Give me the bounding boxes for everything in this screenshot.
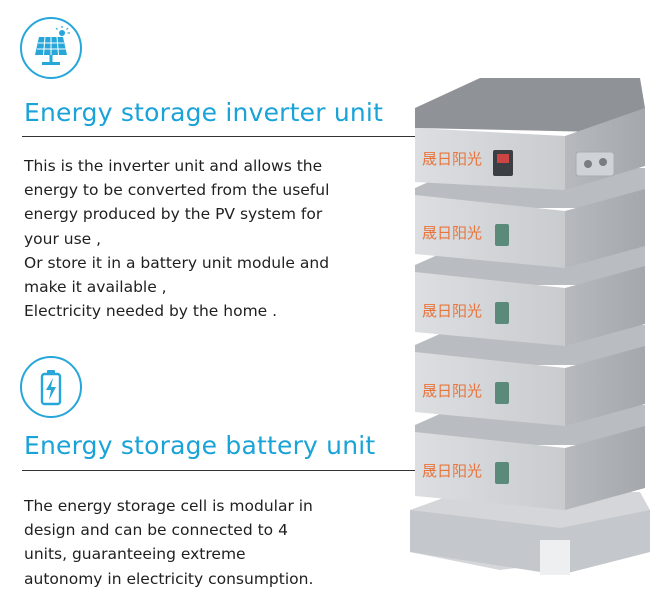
inverter-description-line: Or store it in a battery unit module and [24, 253, 330, 272]
battery-description-line: design and can be connected to 4 [24, 521, 288, 540]
inverter-description-line: Electricity needed by the home . [24, 302, 278, 321]
battery-title-divider [22, 470, 424, 471]
battery-icon-circle [20, 356, 82, 418]
battery-status-indicator [495, 224, 509, 246]
brand-logo: 晟日阳光 [422, 382, 482, 400]
battery-module: 晟日阳光 [415, 245, 645, 346]
brand-logo: 晟日阳光 [422, 302, 482, 320]
brand-logo: 晟日阳光 [422, 150, 482, 168]
inverter-description-line: make it available , [24, 278, 167, 297]
battery-description-line: The energy storage cell is modular in [24, 497, 313, 515]
battery-charging-icon [40, 370, 62, 406]
battery-description-line: autonomy in electricity consumption. [24, 569, 314, 588]
stack-base [410, 492, 650, 575]
inverter-port-panel [575, 151, 615, 177]
inverter-description: This is the inverter unit and allows the… [24, 154, 329, 323]
inverter-section-title: Energy storage inverter unit [24, 98, 384, 127]
energy-storage-stack-image: 晟日阳光 晟日阳光 晟日阳光 晟日阳光 晟日阳光 [410, 78, 650, 575]
inverter-port [584, 160, 592, 168]
brand-logo: 晟日阳光 [422, 462, 482, 480]
battery-status-indicator [495, 302, 509, 324]
battery-description: The energy storage cell is modular in de… [24, 494, 313, 591]
battery-description-line: units, guaranteeing extreme [24, 545, 246, 564]
solar-panel-icon-circle [20, 17, 82, 79]
inverter-description-line: your use , [24, 229, 102, 248]
battery-section-title: Energy storage battery unit [24, 431, 376, 460]
inverter-description-line: energy produced by the PV system for [24, 205, 323, 224]
battery-status-indicator [495, 382, 509, 404]
battery-status-indicator [495, 462, 509, 484]
brand-logo: 晟日阳光 [422, 224, 482, 242]
inverter-title-divider [22, 136, 424, 137]
inverter-display-screen [497, 154, 509, 163]
solar-panel-icon [35, 26, 70, 65]
inverter-port [599, 158, 607, 166]
inverter-module: 晟日阳光 [415, 78, 645, 190]
inverter-description-line: energy to be converted from the useful [24, 181, 330, 200]
inverter-description-line: This is the inverter unit and allows the [24, 157, 323, 175]
